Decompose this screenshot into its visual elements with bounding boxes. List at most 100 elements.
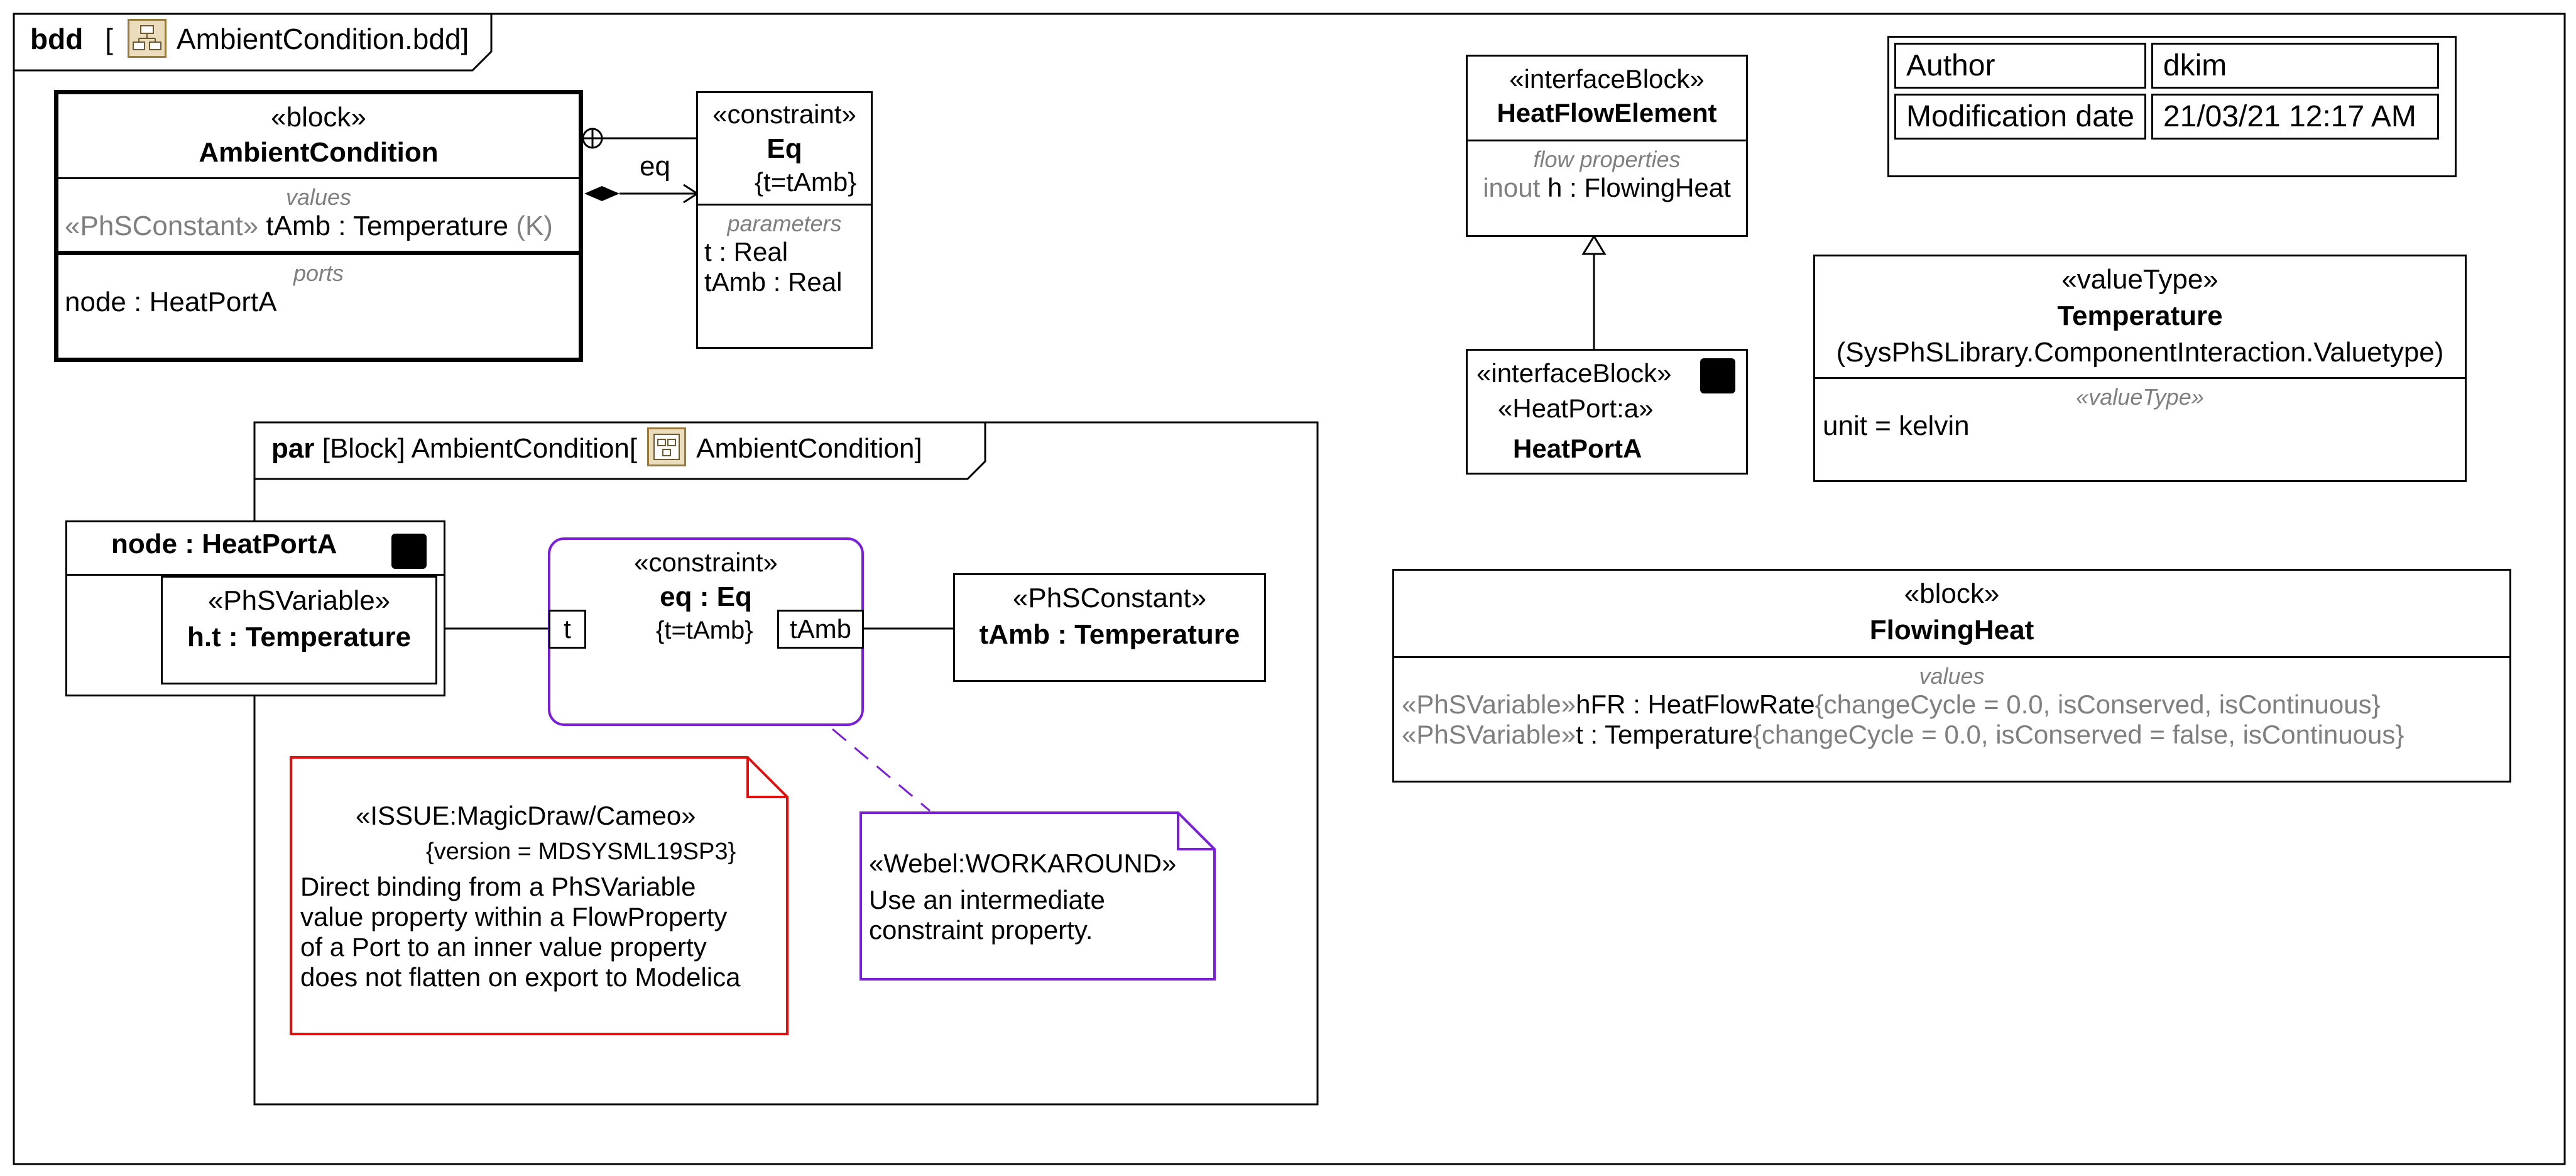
- value-unit: (K): [516, 211, 553, 241]
- ambient-condition-block[interactable]: «block» AmbientCondition values «PhSCons…: [54, 90, 583, 362]
- block-name: AmbientCondition: [199, 137, 439, 168]
- flow-properties-label: flow properties: [1533, 146, 1681, 172]
- par-name: AmbientCondition[: [411, 433, 638, 464]
- param-t[interactable]: t : Real: [698, 237, 871, 267]
- flowingheat-values-label: values: [1919, 663, 1985, 689]
- flow-property-h[interactable]: inout h : FlowingHeat: [1468, 173, 1746, 203]
- issue-line-3: of a Port to an inner value property: [300, 932, 707, 962]
- port-stereotype-icon: [391, 534, 427, 569]
- par-name-end: AmbientCondition]: [696, 433, 922, 464]
- tamb-temperature-property[interactable]: «PhSConstant» tAmb : Temperature: [953, 573, 1266, 682]
- par-bracket: [Block]: [322, 433, 405, 464]
- temperature-name: Temperature: [2057, 300, 2223, 331]
- temperature-stereotype: «valueType»: [2061, 264, 2219, 295]
- valuetype-section-label: «valueType»: [2076, 384, 2204, 410]
- flowingheat-stereotype: «block»: [1904, 578, 2000, 609]
- bdd-kind: bdd: [30, 23, 84, 55]
- eq-prop-expression: {t=tAmb}: [656, 617, 753, 644]
- constraint-name: Eq: [767, 133, 802, 164]
- node-part-name: node : HeatPortA: [111, 529, 337, 559]
- workaround-stereotype: «Webel:WORKAROUND»: [869, 849, 1177, 878]
- par-frame-header: par [Block] AmbientCondition[ AmbientCon…: [271, 427, 922, 466]
- workaround-note[interactable]: «Webel:WORKAROUND» Use an intermediate c…: [869, 849, 1208, 974]
- temperature-valuetype[interactable]: «valueType» Temperature (SysPhSLibrary.C…: [1813, 255, 2467, 482]
- hfr-props: {changeCycle = 0.0, isConserved, isConti…: [1815, 690, 2381, 719]
- param-t-type: : Real: [711, 237, 789, 267]
- issue-note[interactable]: «ISSUE:MagicDraw/Cameo» {version = MDSYS…: [300, 766, 740, 1030]
- author-label: Author: [1894, 43, 2146, 89]
- issue-version: {version = MDSYSML19SP3}: [426, 838, 736, 865]
- constraint-param-port-tamb[interactable]: tAmb: [777, 610, 864, 649]
- ht-name: h.t : Temperature: [187, 622, 412, 652]
- value-property-hfr[interactable]: «PhSVariable»hFR : HeatFlowRate{changeCy…: [1394, 690, 2509, 720]
- t-stereotype: «PhSVariable»: [1402, 720, 1576, 749]
- par-frame-border: [253, 421, 1319, 1106]
- issue-stereotype: «ISSUE:MagicDraw/Cameo»: [356, 801, 696, 830]
- port-name: node: [65, 287, 126, 317]
- heatport-name: HeatPortA: [1513, 434, 1642, 463]
- heatporta-block[interactable]: «interfaceBlock» «HeatPort:a» HeatPortA: [1466, 349, 1748, 475]
- workaround-line-1: Use an intermediate: [869, 885, 1105, 915]
- bdd-frame-border: [13, 13, 2566, 1165]
- hfr-name: hFR: [1576, 690, 1626, 719]
- info-table: Author dkim Modification date 21/03/21 1…: [1887, 36, 2457, 177]
- par-frame-tab: [254, 422, 986, 480]
- issue-note-border: [290, 756, 789, 1035]
- eq-prop-stereotype: «constraint»: [634, 547, 778, 577]
- heatflow-name: HeatFlowElement: [1497, 98, 1717, 128]
- eq-prop-name: eq : Eq: [660, 581, 752, 612]
- port-node[interactable]: node : HeatPortA: [58, 287, 579, 318]
- heatport-stereotype-icon: [1700, 358, 1735, 393]
- table-row: Author dkim: [1894, 43, 2439, 89]
- value-type: Temperature: [353, 211, 509, 241]
- info-table-grid: Author dkim Modification date 21/03/21 1…: [1889, 38, 2444, 145]
- port-sep: :: [126, 287, 150, 317]
- value-stereotype: «PhSConstant»: [65, 211, 259, 241]
- value-property-tamb[interactable]: «PhSConstant» tAmb : Temperature (K): [58, 211, 579, 242]
- t-props: {changeCycle = 0.0, isConserved = false,…: [1752, 720, 2404, 749]
- bdd-diagram-name: AmbientCondition.bdd]: [176, 23, 469, 55]
- constraint-stereotype: «constraint»: [712, 99, 856, 129]
- table-row: Modification date 21/03/21 12:17 AM: [1894, 94, 2439, 140]
- composition-diamond: [584, 186, 619, 201]
- heatport-stereotype-2: «HeatPort:a»: [1498, 393, 1654, 423]
- param-tamb[interactable]: tAmb : Real: [698, 267, 871, 297]
- par-kind: par: [271, 433, 315, 464]
- tamb-stereotype: «PhSConstant»: [1012, 583, 1207, 613]
- hfr-stereotype: «PhSVariable»: [1402, 690, 1576, 719]
- block-icon: [647, 427, 687, 466]
- flow-type: : FlowingHeat: [1562, 173, 1731, 202]
- tamb-name: tAmb : Temperature: [979, 619, 1240, 650]
- bdd-bracket: [: [105, 23, 113, 55]
- generalization-arrow: [1581, 234, 1607, 255]
- issue-line-2: value property within a FlowProperty: [300, 902, 728, 931]
- eq-constraint-block[interactable]: «constraint» Eq {t=tAmb} parameters t : …: [696, 91, 873, 349]
- association-role-eq: eq: [640, 151, 670, 182]
- issue-line-1: Direct binding from a PhSVariable: [300, 872, 696, 901]
- author-value: dkim: [2151, 43, 2439, 89]
- heatport-stereotype-1: «interfaceBlock»: [1476, 358, 1672, 388]
- port-type: HeatPortA: [149, 287, 277, 317]
- ht-temperature-property[interactable]: «PhSVariable» h.t : Temperature: [161, 576, 437, 684]
- value-colon: :: [330, 211, 354, 241]
- constraint-param-port-t[interactable]: t: [548, 610, 586, 649]
- heatflowelement-block[interactable]: «interfaceBlock» HeatFlowElement flow pr…: [1466, 55, 1748, 237]
- heatflow-stereotype: «interfaceBlock»: [1509, 64, 1705, 94]
- workaround-note-border: [860, 811, 1216, 981]
- hfr-type: : HeatFlowRate: [1625, 690, 1815, 719]
- ht-stereotype: «PhSVariable»: [207, 585, 391, 616]
- flow-direction: inout: [1483, 173, 1541, 202]
- value-name: tAmb: [266, 211, 331, 241]
- bdd-frame-tab: [14, 14, 493, 72]
- param-tamb-name: tAmb: [704, 267, 767, 297]
- unit-kelvin[interactable]: unit = kelvin: [1823, 410, 1970, 441]
- value-property-t[interactable]: «PhSVariable»t : Temperature{changeCycle…: [1394, 720, 2509, 750]
- flowingheat-block[interactable]: «block» FlowingHeat values «PhSVariable»…: [1392, 569, 2511, 783]
- values-compartment-label: values: [285, 184, 352, 210]
- flowingheat-name: FlowingHeat: [1869, 615, 2034, 646]
- parameters-label: parameters: [727, 211, 842, 236]
- modification-date-label: Modification date: [1894, 94, 2146, 140]
- t-name: t: [1576, 720, 1583, 749]
- param-tamb-type: : Real: [766, 267, 843, 297]
